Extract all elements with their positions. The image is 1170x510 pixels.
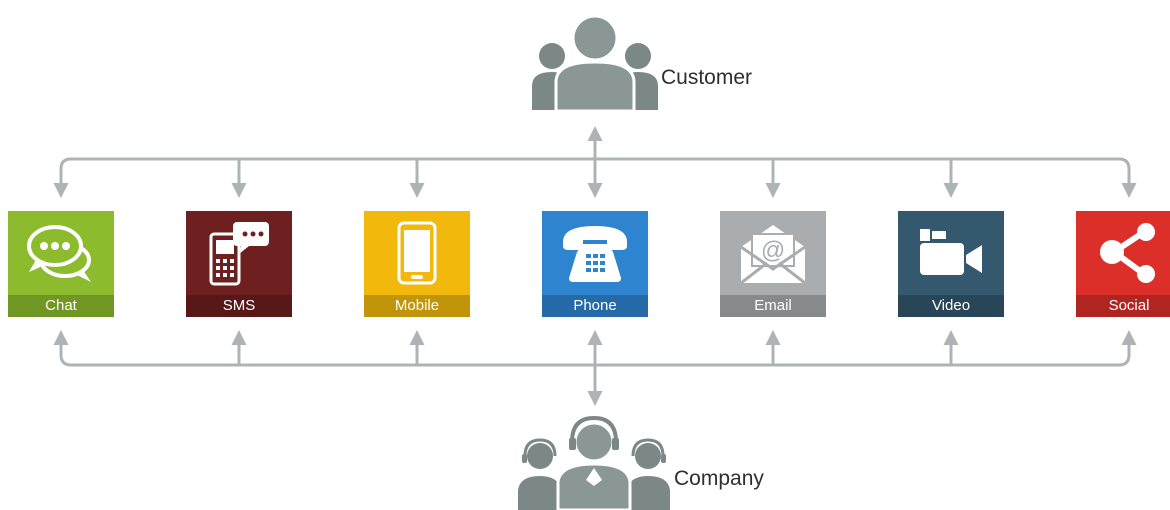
channel-social[interactable]: Social	[1076, 211, 1170, 317]
share-network-icon	[1076, 211, 1170, 295]
top-connector	[53, 126, 1137, 198]
channel-email[interactable]: @ Email	[720, 211, 826, 317]
envelope-at-icon: @	[720, 211, 826, 295]
desk-phone-icon	[542, 211, 648, 295]
company-label: Company	[674, 467, 764, 490]
mobile-phone-icon	[364, 211, 470, 295]
channel-label: SMS	[186, 295, 292, 317]
channel-label: Chat	[8, 295, 114, 317]
channel-chat[interactable]: Chat	[8, 211, 114, 317]
channel-label: Video	[898, 295, 1004, 317]
channel-phone[interactable]: Phone	[542, 211, 648, 317]
support-agents-icon	[518, 416, 670, 510]
sms-phone-icon	[186, 211, 292, 295]
video-camera-icon	[898, 211, 1004, 295]
channel-label: Phone	[542, 295, 648, 317]
bottom-connector	[53, 330, 1137, 406]
chat-bubbles-icon	[8, 211, 114, 295]
channel-label: Social	[1076, 295, 1170, 317]
customer-group-icon	[532, 14, 658, 112]
channel-label: Mobile	[364, 295, 470, 317]
channel-video[interactable]: Video	[898, 211, 1004, 317]
channel-sms[interactable]: SMS	[186, 211, 292, 317]
channel-label: Email	[720, 295, 826, 317]
channel-mobile[interactable]: Mobile	[364, 211, 470, 317]
svg-text:@: @	[761, 237, 785, 264]
customer-label: Customer	[661, 66, 753, 89]
